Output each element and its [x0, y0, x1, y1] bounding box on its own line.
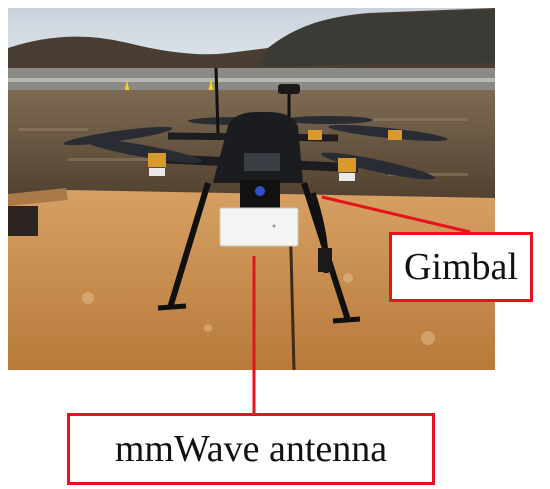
antenna-label-text: mmWave antenna	[114, 428, 388, 470]
antenna-label: mmWave antenna	[67, 413, 435, 485]
gimbal-label-text: Gimbal	[404, 246, 518, 288]
gimbal-label: Gimbal	[389, 232, 533, 302]
drone-photo	[8, 8, 495, 370]
